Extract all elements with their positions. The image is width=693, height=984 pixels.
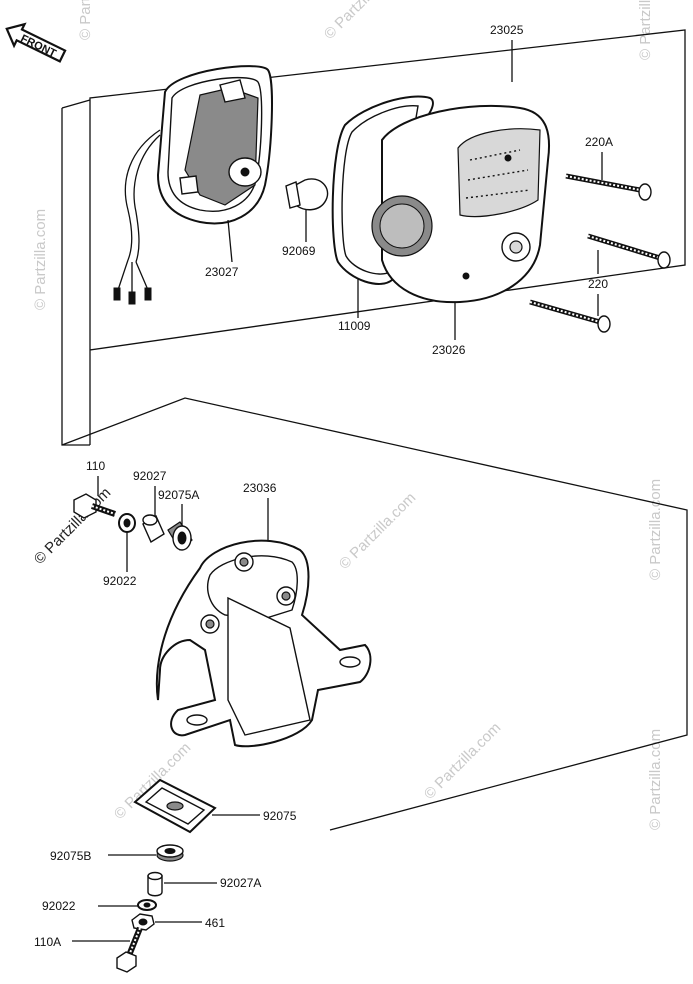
damper-plate-part (133, 778, 217, 834)
washer-92022-top-part (118, 513, 136, 533)
label-11009: 11009 (338, 319, 371, 333)
watermark: © Partzilla.com (647, 479, 664, 580)
watermark: © Partzilla.com (421, 719, 504, 802)
label-92075a: 92075A (158, 488, 199, 502)
collar-92027a-part (147, 871, 163, 897)
bushing-92075b-part (156, 844, 184, 862)
screw-220-lower-part (529, 299, 611, 333)
label-220a: 220A (585, 135, 613, 149)
collar-92027-part (142, 514, 165, 544)
wiring-harness-part (113, 129, 161, 305)
label-220: 220 (588, 277, 608, 291)
label-92069: 92069 (282, 244, 316, 258)
label-92022-top: 92022 (103, 574, 137, 588)
bushing-92075a-part (167, 521, 193, 551)
lens-part (371, 104, 550, 304)
front-arrow-icon: FRONT (5, 22, 67, 63)
label-110a: 110A (34, 935, 61, 949)
bolt-110-part (73, 493, 116, 519)
watermark: © Partzilla.com (647, 729, 664, 830)
bulb-part (285, 178, 329, 211)
bracket-panel (61, 397, 688, 831)
screw-220a-part (565, 173, 652, 201)
watermark: © Partzilla.com (32, 209, 49, 310)
watermark: © Partzilla.com (31, 484, 114, 567)
label-23025: 23025 (490, 23, 524, 37)
label-461: 461 (205, 916, 225, 930)
leader-23027 (227, 219, 233, 263)
bracket-part (155, 539, 372, 748)
watermark: © Partzilla.com (77, 0, 94, 40)
label-110: 110 (86, 459, 105, 473)
washer-92022-bottom-part (137, 899, 157, 911)
watermark: © Partzilla.com (321, 0, 404, 43)
label-23027: 23027 (205, 265, 239, 279)
label-92027a: 92027A (220, 876, 261, 890)
label-92075: 92075 (263, 809, 297, 823)
panel-edge (61, 99, 91, 109)
label-92027: 92027 (133, 469, 167, 483)
nut-461-part (131, 913, 155, 931)
taillight-cap-part (156, 65, 273, 225)
label-23026: 23026 (432, 343, 466, 357)
label-92075b: 92075B (50, 849, 91, 863)
watermark: © Partzilla.com (336, 489, 419, 572)
label-23036: 23036 (243, 481, 277, 495)
bolt-110a-part (116, 926, 143, 973)
label-92022-bottom: 92022 (42, 899, 76, 913)
watermark: © Partzilla.com (637, 0, 654, 60)
screw-220-part (587, 233, 671, 269)
